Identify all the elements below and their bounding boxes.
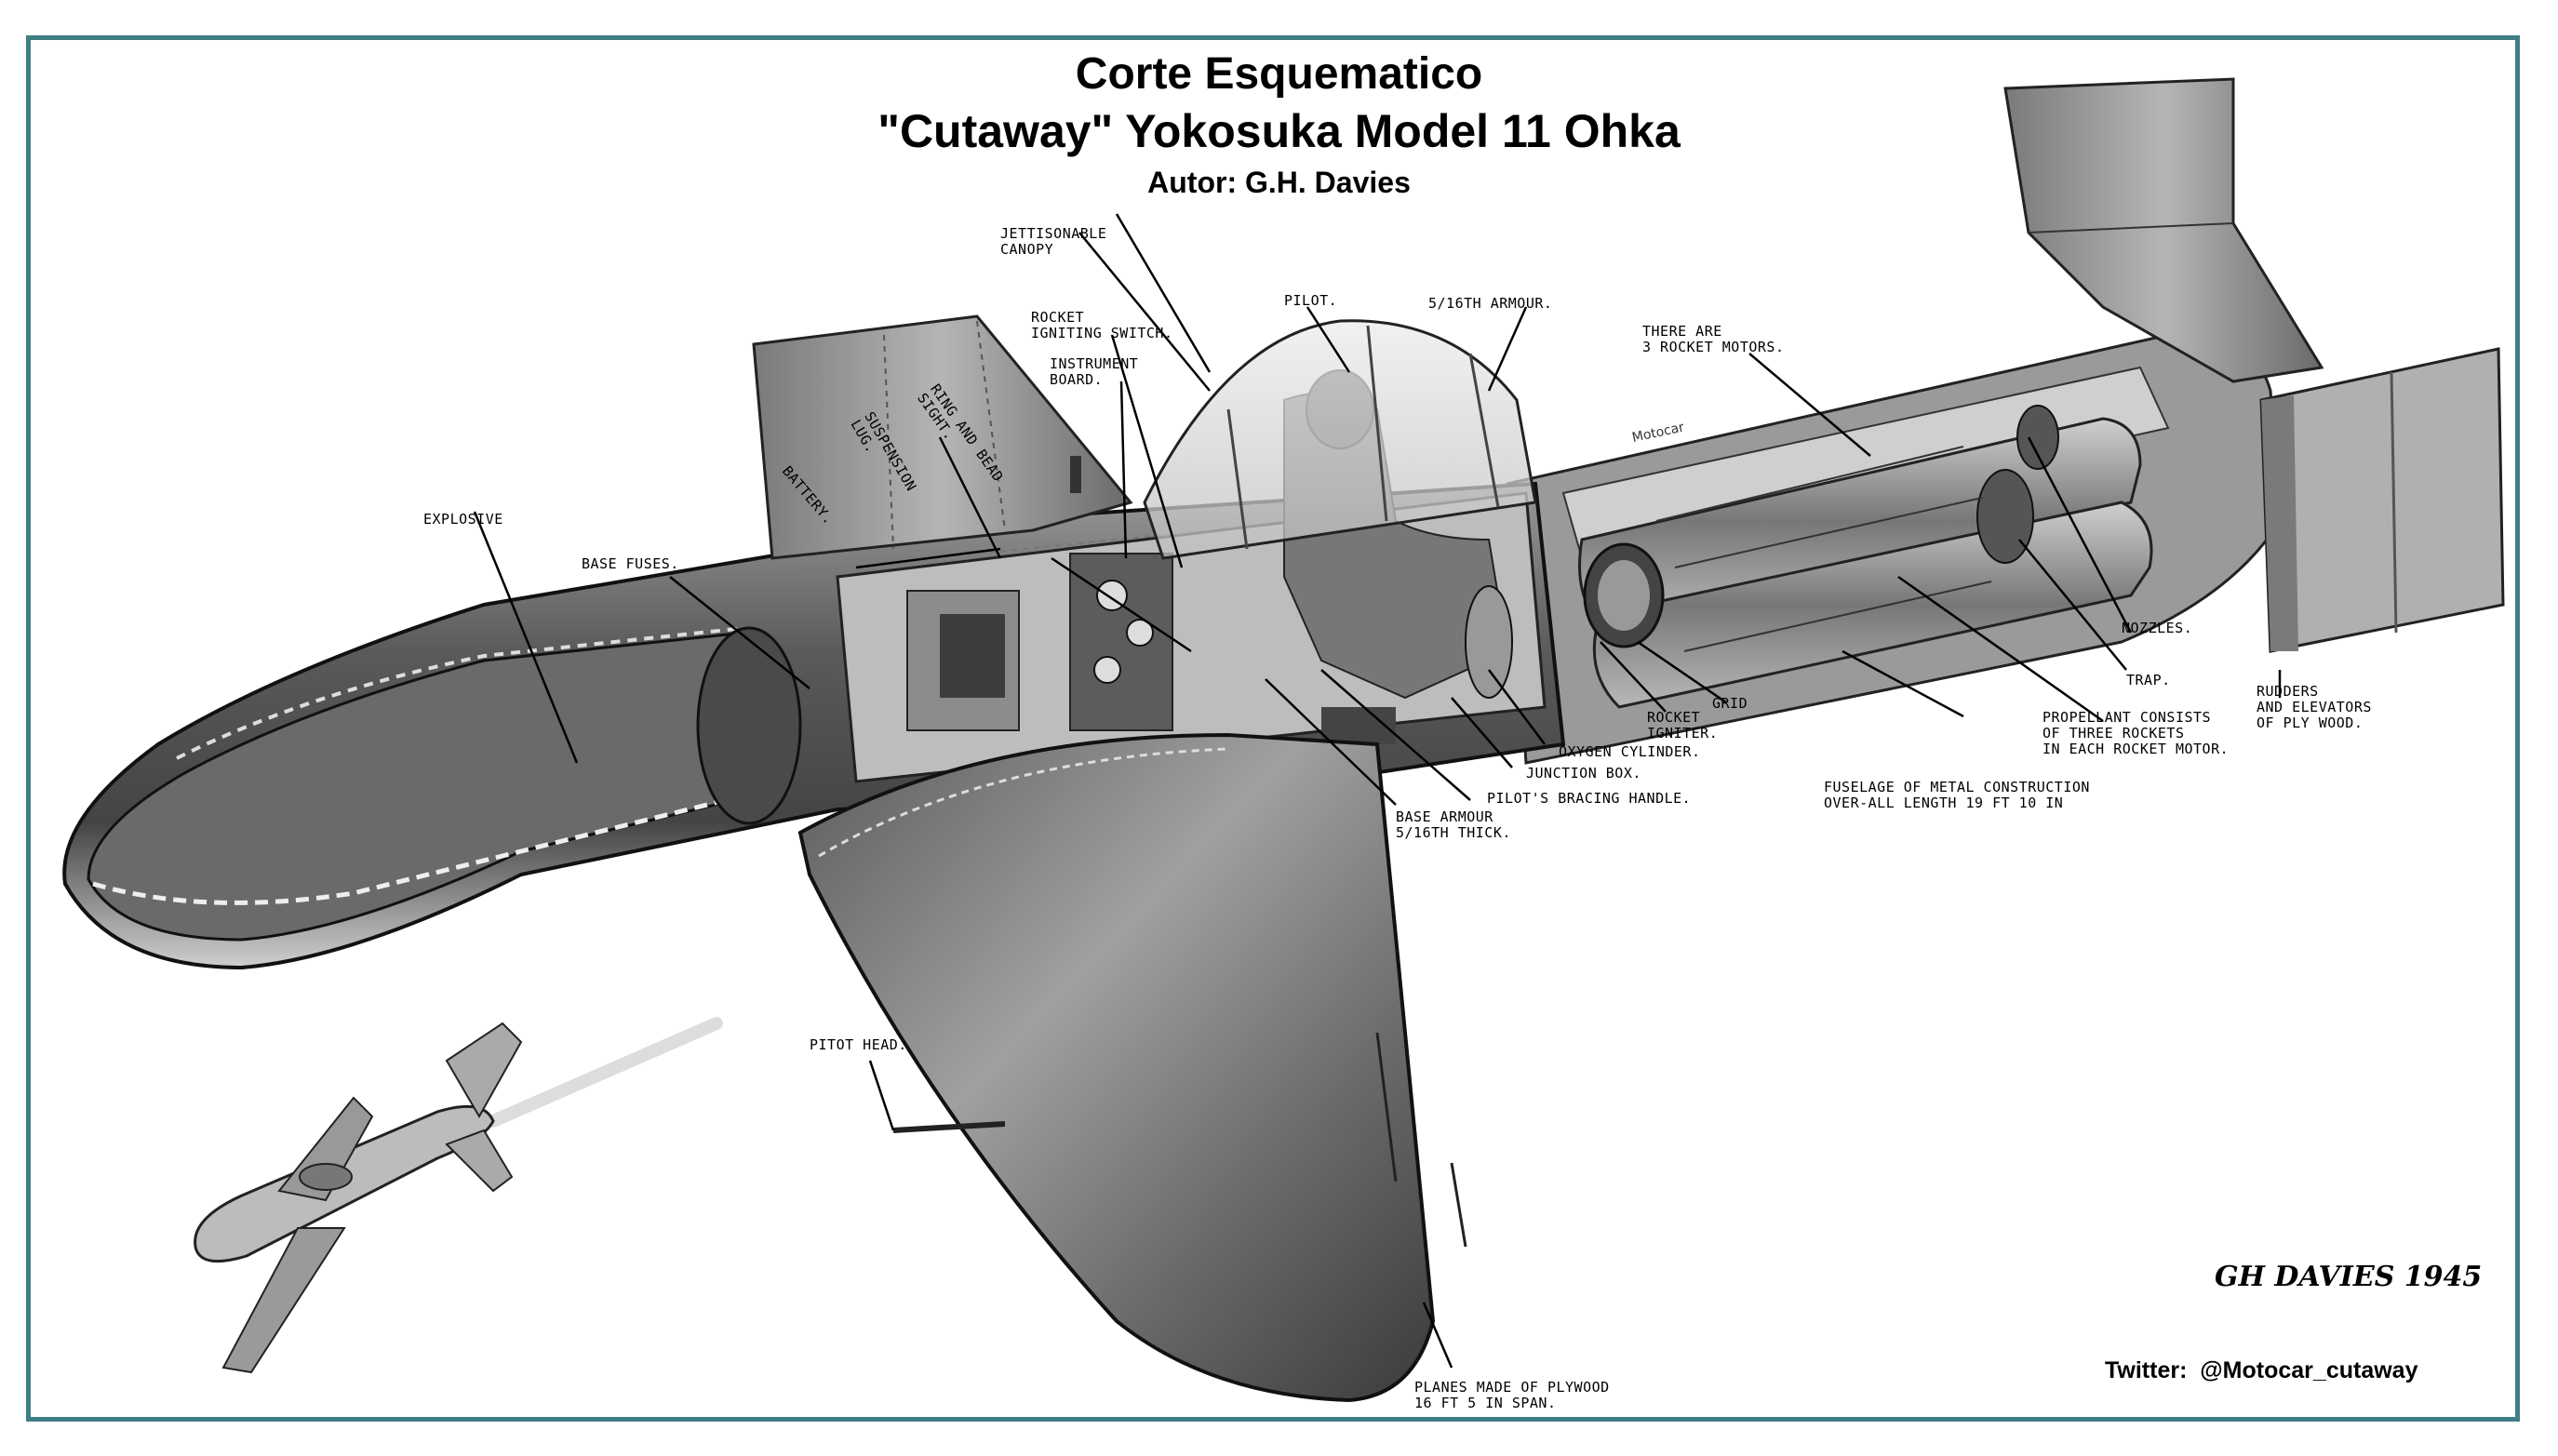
label-propellant: PROPELLANT CONSISTS OF THREE ROCKETS IN … (2042, 709, 2230, 757)
label-three-rocket-motors: THERE ARE 3 ROCKET MOTORS. (1642, 323, 1785, 355)
forward-fin (752, 314, 1133, 560)
upper-tail-fin (2003, 77, 2324, 383)
title-line-2: "Cutaway" Yokosuka Model 11 Ohka (877, 105, 1681, 157)
label-fuselage-construction: FUSELAGE OF METAL CONSTRUCTION OVER-ALL … (1824, 779, 2090, 811)
watermark-text: Motocar (1631, 420, 1686, 445)
label-base-armour: BASE ARMOUR 5/16TH THICK. (1396, 808, 1511, 841)
canopy (1143, 319, 1537, 560)
label-rudders-elevators: RUDDERS AND ELEVATORS OF PLY WOOD. (2257, 683, 2372, 731)
label-junction-box: JUNCTION BOX. (1526, 765, 1641, 781)
label-explosive: EXPLOSIVE (423, 511, 503, 528)
label-grid: GRID (1712, 695, 1748, 712)
label-pitot-head: PITOT HEAD. (810, 1036, 907, 1053)
label-armour-top: 5/16TH ARMOUR. (1428, 295, 1553, 312)
label-planes-plywood: PLANES MADE OF PLYWOOD 16 FT 5 IN SPAN. (1414, 1379, 1610, 1411)
rocket-motor-tubes (1578, 405, 2153, 709)
label-pilot: PILOT. (1284, 292, 1338, 309)
label-base-fuses: BASE FUSES. (582, 555, 679, 572)
inset-aircraft-drawing (194, 1017, 723, 1374)
label-oxygen-cylinder: OXYGEN CYLINDER. (1559, 743, 1701, 760)
label-instrument-board: INSTRUMENT BOARD. (1050, 355, 1139, 388)
title-line-1: Corte Esquematico (1075, 49, 1483, 99)
label-pilots-bracing-handle: PILOT'S BRACING HANDLE. (1487, 790, 1692, 807)
rudder-plate (2259, 347, 2505, 653)
label-rocket-igniter: ROCKET IGNITER. (1647, 709, 1719, 741)
twitter-credit: Twitter: @Motocar_cutaway (2105, 1357, 2418, 1383)
label-rocket-igniting-switch: ROCKET IGNITING SWITCH. (1031, 309, 1173, 341)
main-wing (797, 732, 1467, 1403)
warhead-nose (696, 626, 802, 825)
artist-signature: GH DAVIES 1945 (2215, 1261, 2483, 1293)
label-nozzles: NOZZLES. (2122, 620, 2193, 636)
author-line: Autor: G.H. Davies (1147, 166, 1411, 199)
leader-lines (473, 213, 2282, 1369)
pitot-head (892, 1121, 1006, 1133)
border-frame (26, 35, 2520, 1422)
label-jettisonable-canopy: JETTISONABLE CANOPY (1000, 225, 1107, 258)
label-trap: TRAP. (2126, 672, 2171, 688)
